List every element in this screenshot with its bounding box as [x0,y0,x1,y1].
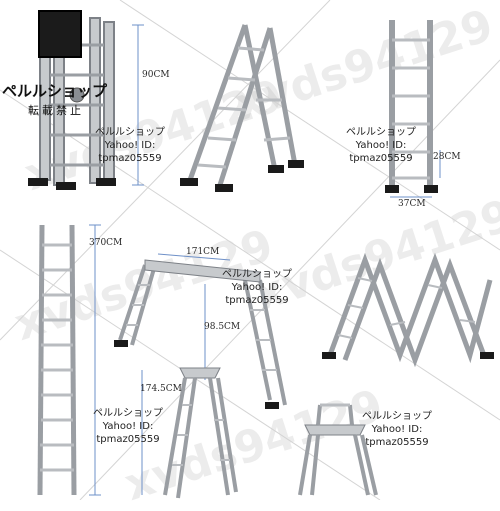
shop-name: ペルルショップ [95,127,165,138]
shop-name: ペルルショップ [222,269,292,280]
shop-label: ペルルショップ Yahoo! ID: tpmaz05559 [346,126,416,165]
panel-platform-stand [290,395,380,500]
panel-a-frame-tray: 174.5CM [130,360,240,500]
shop-logo: ペルルショップ 転載禁止 [2,10,152,120]
folded-height-label: 90CM [142,70,170,80]
folded-ladder-drawing [28,14,144,190]
platform-length-label: 171CM [186,247,220,257]
shop-label: ペルルショップ Yahoo! ID: tpmaz05559 [222,268,292,307]
shop-id: tpmaz05559 [349,153,413,164]
panel-folded-ladder: 90CM ペルルショップ 転載禁止 [0,0,170,200]
shop-yahoo: Yahoo! ID: [102,421,154,432]
logo-title: ペルルショップ [2,82,108,100]
platform-height-label: 98.5CM [204,322,241,332]
shop-id: tpmaz05559 [98,153,162,164]
panel-platform: 171CM 98.5CM [110,240,310,420]
zigzag-ladder-drawing [322,252,494,368]
platform-drawing [114,253,287,409]
width-label: 37CM [398,199,426,209]
step-spacing-label: 28CM [433,152,461,162]
platform-stand-drawing [298,403,378,496]
extended-length-label: 370CM [89,238,123,248]
shop-label: ペルルショップ Yahoo! ID: tpmaz05559 [93,407,163,446]
shop-name: ペルルショップ [346,127,416,138]
a-frame-tray-drawing [141,367,238,499]
logo-subtitle: 転載禁止 [28,104,84,117]
shop-id: tpmaz05559 [96,434,160,445]
shop-yahoo: Yahoo! ID: [231,282,283,293]
shop-name: ペルルショップ [93,408,163,419]
logo-badge-icon [38,10,82,58]
straight-ladder-drawing [385,20,441,198]
panel-extended: 370CM [0,215,140,500]
shop-id: tpmaz05559 [365,437,429,448]
shop-yahoo: Yahoo! ID: [355,140,407,151]
a-frame-ladder-drawing [180,24,304,192]
extended-ladder-drawing [37,224,101,496]
shop-name: ペルルショップ [362,411,432,422]
shop-label: ペルルショップ Yahoo! ID: tpmaz05559 [95,126,165,165]
a-frame-height-label: 174.5CM [140,384,182,394]
panel-zigzag [320,240,500,380]
panel-straight-short: 28CM 37CM ペルルショップ Yahoo! ID: tpmaz05559 [330,0,500,230]
panel-a-frame [160,0,330,200]
shop-yahoo: Yahoo! ID: [371,424,423,435]
shop-id: tpmaz05559 [225,295,289,306]
shop-yahoo: Yahoo! ID: [104,140,156,151]
shop-label: ペルルショップ Yahoo! ID: tpmaz05559 [362,410,432,449]
